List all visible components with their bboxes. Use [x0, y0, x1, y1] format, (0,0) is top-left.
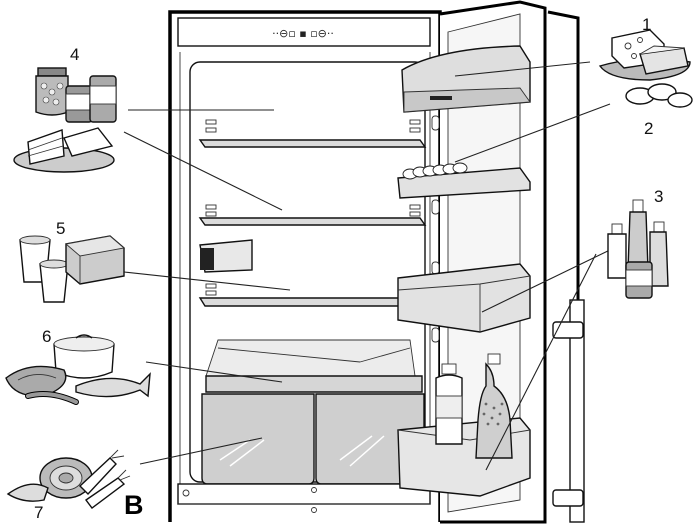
food-yoghurt-butter — [19, 235, 126, 303]
food-bottles-cans — [607, 199, 669, 299]
glass-shelf-1 — [198, 139, 427, 148]
door-compartment-butter — [401, 45, 531, 113]
door-handle — [552, 299, 585, 523]
control-panel: ··⊖▫ ▪ ▫⊖·· — [272, 27, 334, 40]
base-plinth — [177, 483, 431, 513]
door-egg-rack — [397, 162, 531, 199]
door-bin-middle — [397, 263, 531, 333]
food-jars-cans-cakes — [13, 67, 117, 173]
fridge-door — [397, 0, 585, 524]
callout-3: 3 — [654, 187, 663, 206]
door-bottle-shelf — [397, 353, 531, 497]
leader-lines — [123, 61, 615, 471]
callout-4: 4 — [70, 45, 79, 64]
crisper-cover — [205, 339, 423, 393]
callout-7: 7 — [34, 503, 43, 522]
figure-label: B — [124, 490, 144, 520]
food-meat-fish — [5, 334, 151, 405]
glass-shelf-2 — [198, 217, 427, 226]
food-vegetables — [6, 449, 131, 509]
callout-2: 2 — [644, 119, 653, 138]
glass-shelf-3 — [198, 297, 427, 307]
callout-6: 6 — [42, 327, 51, 346]
shelf-rails — [205, 119, 421, 296]
wall-holder — [199, 239, 253, 273]
door-bottle-dotted — [475, 353, 513, 459]
door-bottle-clear — [435, 363, 463, 445]
callout-numbers: 1 2 3 4 5 6 7 — [34, 15, 663, 522]
callout-1: 1 — [642, 15, 651, 34]
control-panel-symbols: ··⊖▫ ▪ ▫⊖·· — [272, 27, 334, 40]
food-cheese — [598, 29, 693, 108]
callout-5: 5 — [56, 219, 65, 238]
